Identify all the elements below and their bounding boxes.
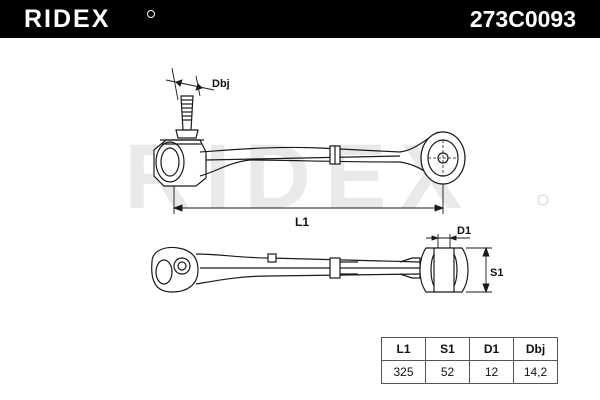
threaded-stud [175, 95, 199, 139]
specs-value-l1: 325 [381, 360, 426, 384]
bushing-eye [420, 131, 466, 185]
dbj-label: Dbj [212, 78, 230, 90]
specs-value-d1: 12 [469, 360, 514, 384]
specs-header-row: L1 S1 D1 Dbj [381, 337, 558, 361]
registered-mark-icon [147, 10, 155, 18]
technical-drawing: RIDEX [124, 67, 549, 294]
specs-value-s1: 52 [425, 360, 470, 384]
control-arm-side-view [153, 95, 466, 187]
header-bar: RIDEX 273C0093 [0, 0, 600, 38]
specs-table: L1 S1 D1 Dbj 325 52 12 14,2 [381, 337, 558, 384]
ball-joint-housing [153, 139, 207, 187]
specs-value-row: 325 52 12 14,2 [381, 360, 558, 384]
ball-joint-top [151, 246, 199, 293]
arm-body [199, 131, 441, 183]
bushing-top [419, 247, 469, 293]
arm-body-top [195, 253, 421, 285]
s1-label: S1 [490, 267, 503, 279]
specs-value-dbj: 14,2 [513, 360, 558, 384]
specs-header-s1: S1 [425, 337, 470, 361]
dimension-l1 [172, 184, 445, 214]
d1-label: D1 [457, 225, 471, 237]
dimension-d1 [426, 234, 470, 248]
specs-header-d1: D1 [469, 337, 514, 361]
part-number: 273C0093 [469, 6, 576, 32]
control-arm-top-view [151, 246, 469, 293]
l1-label: L1 [295, 215, 309, 229]
watermark-registered-icon [537, 194, 549, 206]
specs-header-l1: L1 [381, 337, 426, 361]
dimension-s1 [466, 246, 492, 294]
brand-logo: RIDEX [24, 5, 111, 33]
dimension-dbj [165, 67, 215, 101]
specs-header-dbj: Dbj [513, 337, 558, 361]
